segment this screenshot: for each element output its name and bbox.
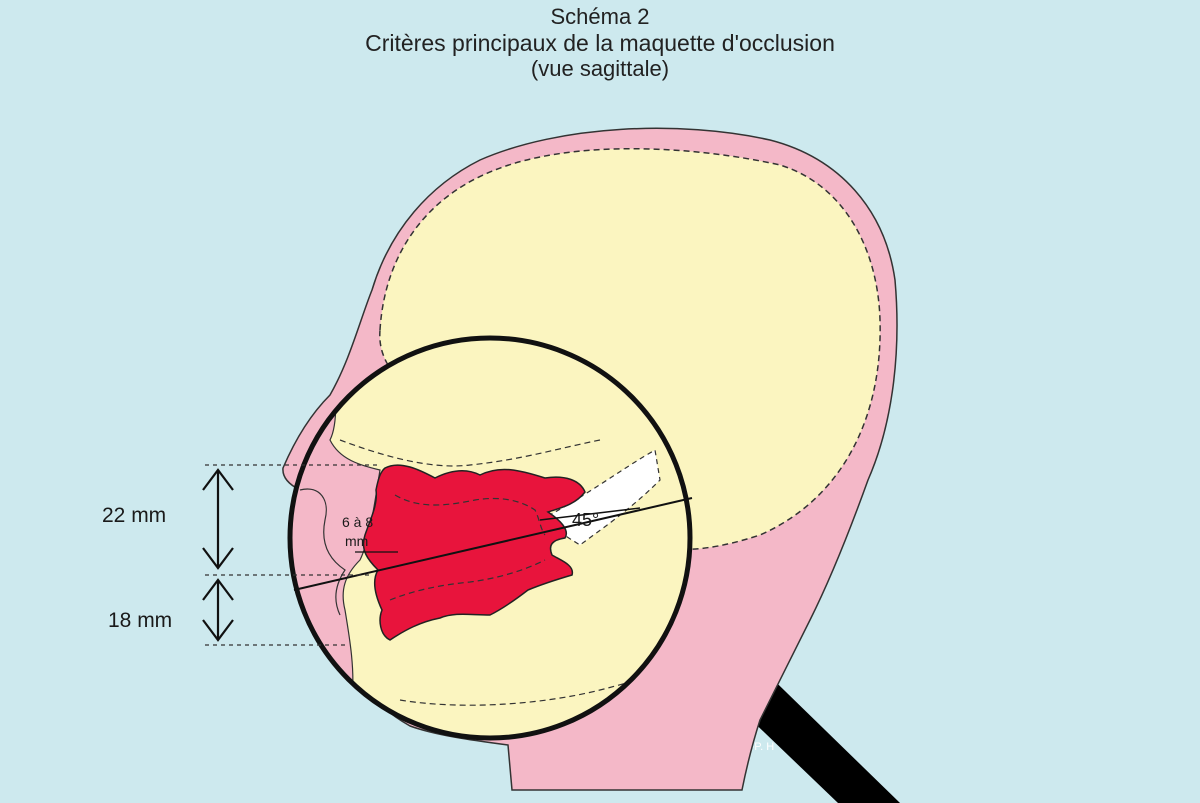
lip-distance-label-line2: mm (345, 533, 368, 549)
angle-label: 45° (572, 510, 599, 530)
lower-dimension-arrow (203, 580, 233, 640)
upper-dimension-arrow (203, 470, 233, 568)
upper-height-label: 22 mm (102, 504, 166, 527)
lower-height-label: 18 mm (108, 609, 172, 632)
lip-distance-label-line1: 6 à 8 (342, 514, 373, 530)
